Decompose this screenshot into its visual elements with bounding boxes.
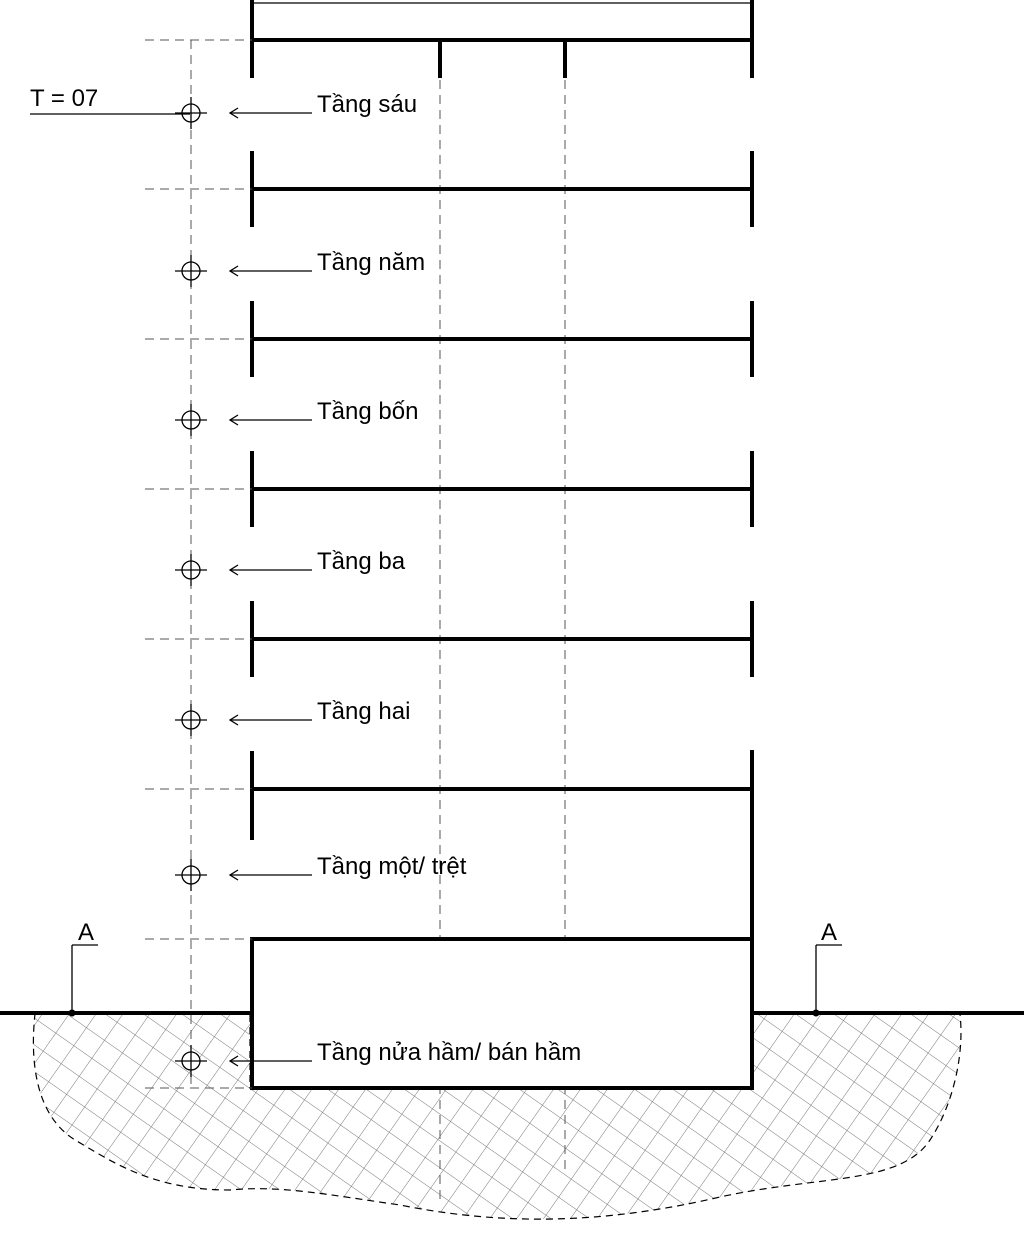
- floor-count-label: T = 07: [30, 85, 98, 112]
- floor-marker: Tầng năm: [175, 249, 425, 287]
- floor-label: Tầng sáu: [317, 91, 417, 118]
- svg-text:A: A: [821, 919, 837, 946]
- floor-marker: Tầng bốn: [175, 398, 418, 436]
- section-marker-right: A: [812, 919, 842, 1017]
- floor-marker: Tầng ba: [175, 548, 406, 586]
- floor-marker: Tầng sáu: [175, 91, 417, 129]
- floor-label: Tầng nửa hầm/ bán hầm: [317, 1039, 581, 1066]
- floor-label: Tầng một/ trệt: [317, 853, 467, 880]
- ground-soil-hatch: [32, 1013, 962, 1220]
- floor-marker: Tầng hai: [175, 698, 410, 736]
- floor-slabs: [145, 151, 754, 840]
- floor-marker: Tầng nửa hầm/ bán hầm: [175, 1039, 581, 1077]
- section-marker-left: A: [68, 919, 98, 1017]
- floor-label: Tầng ba: [317, 548, 406, 575]
- basement-box: [250, 937, 754, 1090]
- floor-label: Tầng năm: [317, 249, 425, 276]
- floor-marker: Tầng một/ trệt: [175, 853, 467, 891]
- svg-text:A: A: [78, 919, 94, 946]
- floor-label: Tầng bốn: [317, 398, 418, 425]
- floor-label: Tầng hai: [317, 698, 410, 725]
